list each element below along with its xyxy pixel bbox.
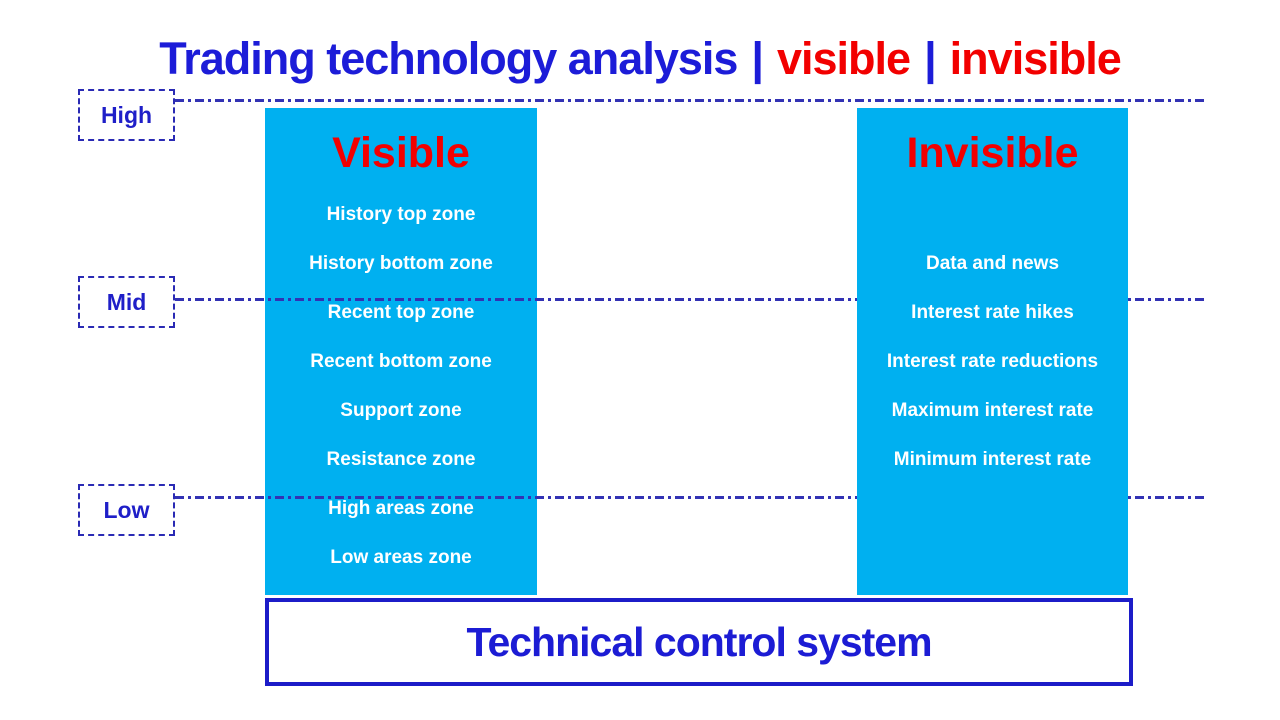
technical-control-label: Technical control system [466, 618, 932, 665]
column-item [857, 533, 1128, 582]
level-line-mid [175, 298, 1205, 301]
column-item: Maximum interest rate [891, 400, 1094, 421]
title-segment-visible: visible [777, 33, 911, 84]
column-item: Low areas zone [330, 547, 472, 568]
level-label-mid: Mid [78, 276, 175, 328]
column-item: High areas zone [328, 498, 474, 519]
level-line-high [175, 99, 1205, 102]
level-line-low [175, 496, 1205, 499]
invisible-column-items: Data and news Interest rate hikes Intere… [857, 190, 1128, 582]
slide-title: Trading technology analysis|visible|invi… [0, 33, 1280, 85]
column-item: History top zone [326, 204, 476, 225]
column-item: Support zone [340, 400, 462, 421]
visible-column: Visible History top zone History bottom … [265, 108, 537, 595]
technical-control-box: Technical control system [265, 598, 1133, 686]
level-label-low-text: Low [103, 496, 150, 523]
level-label-high: High [78, 89, 175, 141]
title-segment-invisible: invisible [949, 33, 1122, 84]
column-item: Resistance zone [326, 449, 476, 470]
column-item: Recent bottom zone [310, 351, 492, 372]
invisible-column: Invisible Data and news Interest rate hi… [857, 108, 1128, 595]
title-pipe-1: | [751, 33, 764, 84]
level-label-low: Low [78, 484, 175, 536]
title-pipe-2: | [924, 33, 937, 84]
column-item: Interest rate reductions [886, 351, 1099, 372]
column-item [857, 190, 1128, 239]
visible-column-items: History top zone History bottom zone Rec… [265, 190, 537, 582]
column-item: History bottom zone [309, 253, 493, 274]
visible-column-header: Visible [332, 129, 470, 177]
level-label-mid-text: Mid [106, 288, 147, 315]
column-item: Minimum interest rate [893, 449, 1092, 470]
column-item: Interest rate hikes [911, 302, 1074, 323]
level-label-high-text: High [100, 101, 153, 128]
column-item: Recent top zone [327, 302, 475, 323]
title-segment-main: Trading technology analysis [159, 33, 738, 84]
column-item [857, 484, 1128, 533]
column-item: Data and news [925, 253, 1060, 274]
invisible-column-header: Invisible [906, 129, 1079, 177]
